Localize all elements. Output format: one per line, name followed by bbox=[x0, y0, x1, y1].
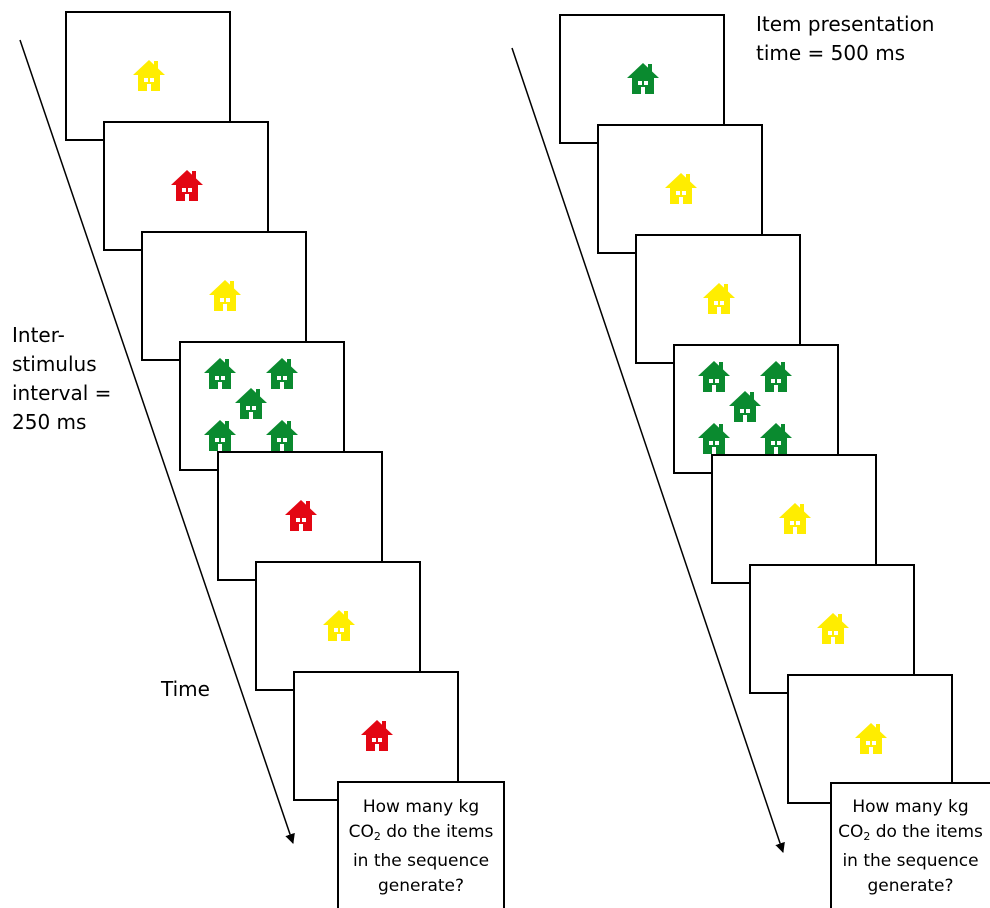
time-arrow-right bbox=[511, 47, 785, 853]
stimulus-frame bbox=[141, 231, 307, 361]
co2-subscript: 2 bbox=[863, 830, 871, 843]
stimulus-frame bbox=[65, 11, 231, 141]
stimulus-frame bbox=[787, 674, 953, 804]
stimulus-frame bbox=[255, 561, 421, 691]
house-icon bbox=[627, 63, 659, 94]
house-icon bbox=[323, 610, 355, 641]
house-icon bbox=[703, 283, 735, 314]
question-line: How many kg bbox=[852, 797, 969, 817]
house-icon bbox=[204, 358, 236, 389]
isi-label-line: Inter- bbox=[12, 323, 65, 347]
question-line: CO2 do the items bbox=[338, 820, 504, 849]
stimulus-frame bbox=[103, 121, 269, 251]
question-line: How many kg bbox=[362, 797, 480, 817]
question-line-rest: do the items bbox=[870, 822, 983, 842]
question-line: in the sequence bbox=[352, 851, 490, 871]
house-icon bbox=[171, 170, 203, 201]
question-line: generate? bbox=[867, 876, 954, 896]
question-line: in the sequence bbox=[842, 851, 979, 871]
house-icon bbox=[760, 361, 792, 392]
house-icon bbox=[133, 60, 165, 91]
house-icon bbox=[779, 503, 811, 534]
stimulus-frame bbox=[293, 671, 459, 801]
question-text-right: How many kg CO2 do the items in the sequ… bbox=[831, 795, 990, 899]
presentation-label-line: time = 500 ms bbox=[756, 41, 906, 65]
co2-text: CO bbox=[348, 822, 374, 842]
stimulus-frame bbox=[179, 341, 345, 471]
presentation-label-line: Item presentation bbox=[756, 12, 935, 36]
question-frame bbox=[337, 781, 505, 908]
house-icon bbox=[817, 613, 849, 644]
house-icon bbox=[235, 388, 267, 419]
time-label: Time bbox=[161, 677, 210, 701]
house-icon bbox=[760, 423, 792, 454]
house-icon bbox=[698, 423, 730, 454]
house-icon bbox=[855, 723, 887, 754]
stimulus-frame bbox=[635, 234, 801, 364]
question-text-left: How many kg CO2 do the items in the sequ… bbox=[338, 795, 504, 899]
time-arrow-left bbox=[19, 39, 295, 844]
house-icon bbox=[266, 420, 298, 451]
house-icon bbox=[204, 420, 236, 451]
house-icon bbox=[729, 391, 761, 422]
question-line: generate? bbox=[377, 876, 465, 896]
question-frame bbox=[830, 782, 990, 908]
stimulus-frame bbox=[597, 124, 763, 254]
stimulus-frame bbox=[749, 564, 915, 694]
stimulus-frame bbox=[559, 14, 725, 144]
house-icon bbox=[665, 173, 697, 204]
stimulus-frame bbox=[673, 344, 839, 474]
isi-label-line: interval = bbox=[12, 381, 112, 405]
co2-subscript: 2 bbox=[373, 830, 381, 843]
stimulus-frame bbox=[217, 451, 383, 581]
question-line-rest: do the items bbox=[380, 822, 494, 842]
isi-label-line: 250 ms bbox=[12, 410, 87, 434]
house-icon bbox=[209, 280, 241, 311]
co2-text: CO bbox=[838, 822, 864, 842]
house-icon bbox=[285, 500, 317, 531]
question-line: CO2 do the items bbox=[831, 820, 990, 849]
isi-label: Inter- stimulus interval = 250 ms bbox=[12, 321, 111, 437]
house-icon bbox=[266, 358, 298, 389]
presentation-label: Item presentation time = 500 ms bbox=[756, 10, 934, 68]
house-icon bbox=[361, 720, 393, 751]
stimulus-frame bbox=[711, 454, 877, 584]
isi-label-line: stimulus bbox=[12, 352, 97, 376]
house-icon bbox=[698, 361, 730, 392]
